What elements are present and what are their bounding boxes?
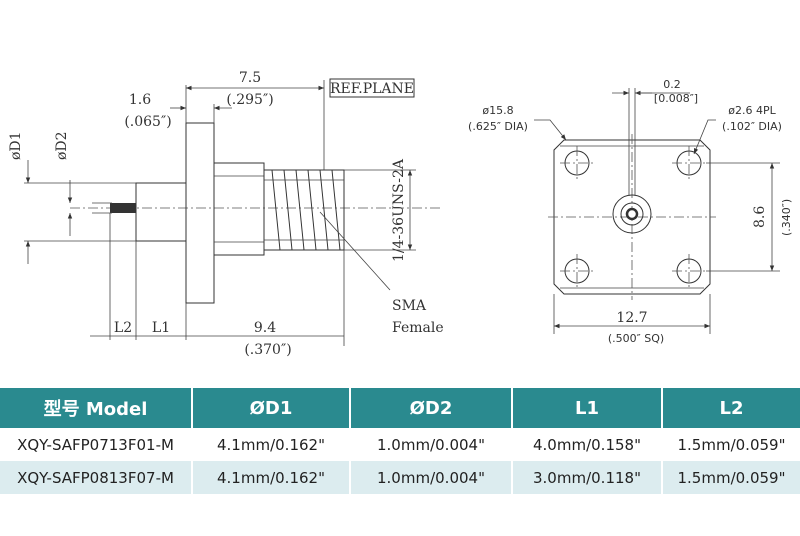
thread-label: 1/4-36UNS-2A xyxy=(391,158,407,262)
mounting-hole-br xyxy=(672,254,706,288)
table-row: XQY-SAFP0713F01-M 4.1mm/0.162" 1.0mm/0.0… xyxy=(0,428,800,461)
flange xyxy=(185,122,215,304)
label-l1: L1 xyxy=(152,320,170,336)
side-view: 7.5 (.295″) REF.PLANE 1.6 (.065″) øD1 øD… xyxy=(8,70,444,358)
ref-plane-box xyxy=(329,78,415,98)
cell-d1: 4.1mm/0.162" xyxy=(192,461,351,494)
dim-9-4: 9.4 xyxy=(254,320,276,336)
dim-12-7-inch: (.500″ SQ) xyxy=(608,332,664,345)
mounting-hole-tr xyxy=(672,146,706,180)
label-d2: øD2 xyxy=(54,131,70,160)
cell-model: XQY-SAFP0713F01-M xyxy=(0,428,193,461)
thread xyxy=(263,169,345,251)
cell-l1: 4.0mm/0.158" xyxy=(512,428,663,461)
flange-dia-inch: (.625″ DIA) xyxy=(468,120,528,133)
cell-l2: 1.5mm/0.059" xyxy=(662,428,800,461)
header-d2: ØD2 xyxy=(350,388,513,428)
cell-l1: 3.0mm/0.118" xyxy=(512,461,663,494)
dim-0-2-inch: [0.008″] xyxy=(654,92,698,105)
square-flange xyxy=(553,139,711,295)
dim-8-6: 8.6 xyxy=(752,206,768,228)
header-model: 型号 Model xyxy=(0,388,193,428)
center-contact xyxy=(612,194,652,234)
technical-drawing: 7.5 (.295″) REF.PLANE 1.6 (.065″) øD1 øD… xyxy=(8,70,793,358)
front-view: 0.2 [0.008″] ø15.8 (.625″ DIA) ø2.6 4PL … xyxy=(468,78,793,345)
connector-body xyxy=(213,162,265,256)
cell-l2: 1.5mm/0.059" xyxy=(662,461,800,494)
spec-table: 型号 Model ØD1 ØD2 L1 L2 XQY-SAFP0713F01-M… xyxy=(0,388,800,494)
header-l2: L2 xyxy=(662,388,800,428)
insulator-body xyxy=(135,182,187,242)
header-d1: ØD1 xyxy=(192,388,351,428)
dim-1-6: 1.6 xyxy=(129,92,151,108)
dim-12-7: 12.7 xyxy=(616,310,647,326)
cell-model: XQY-SAFP0813F07-M xyxy=(0,461,193,494)
cell-d1: 4.1mm/0.162" xyxy=(192,428,351,461)
cell-d2: 1.0mm/0.004" xyxy=(350,461,513,494)
mounting-hole-bl xyxy=(560,254,594,288)
sma-label: SMA xyxy=(392,298,427,314)
table-row: XQY-SAFP0813F07-M 4.1mm/0.162" 1.0mm/0.0… xyxy=(0,461,800,494)
dim-7-5-inch: (.295″) xyxy=(226,92,273,108)
table-header-row: 型号 Model ØD1 ØD2 L1 L2 xyxy=(0,388,800,428)
hole-dia-inch: (.102″ DIA) xyxy=(722,120,782,133)
center-pin xyxy=(110,203,136,213)
dim-9-4-inch: (.370″) xyxy=(244,342,291,358)
dim-1-6-inch: (.065″) xyxy=(124,114,171,130)
hole-dia: ø2.6 4PL xyxy=(728,104,776,117)
label-l2: L2 xyxy=(114,320,132,336)
ref-plane-label: REF.PLANE xyxy=(330,81,414,97)
mounting-hole-tl xyxy=(560,146,594,180)
dim-0-2: 0.2 xyxy=(663,78,681,91)
female-label: Female xyxy=(392,320,444,336)
cell-d2: 1.0mm/0.004" xyxy=(350,428,513,461)
dim-7-5: 7.5 xyxy=(239,70,261,86)
label-d1: øD1 xyxy=(8,131,24,160)
dim-8-6-inch: (.340″) xyxy=(780,199,793,236)
header-l1: L1 xyxy=(512,388,663,428)
flange-dia: ø15.8 xyxy=(482,104,513,117)
